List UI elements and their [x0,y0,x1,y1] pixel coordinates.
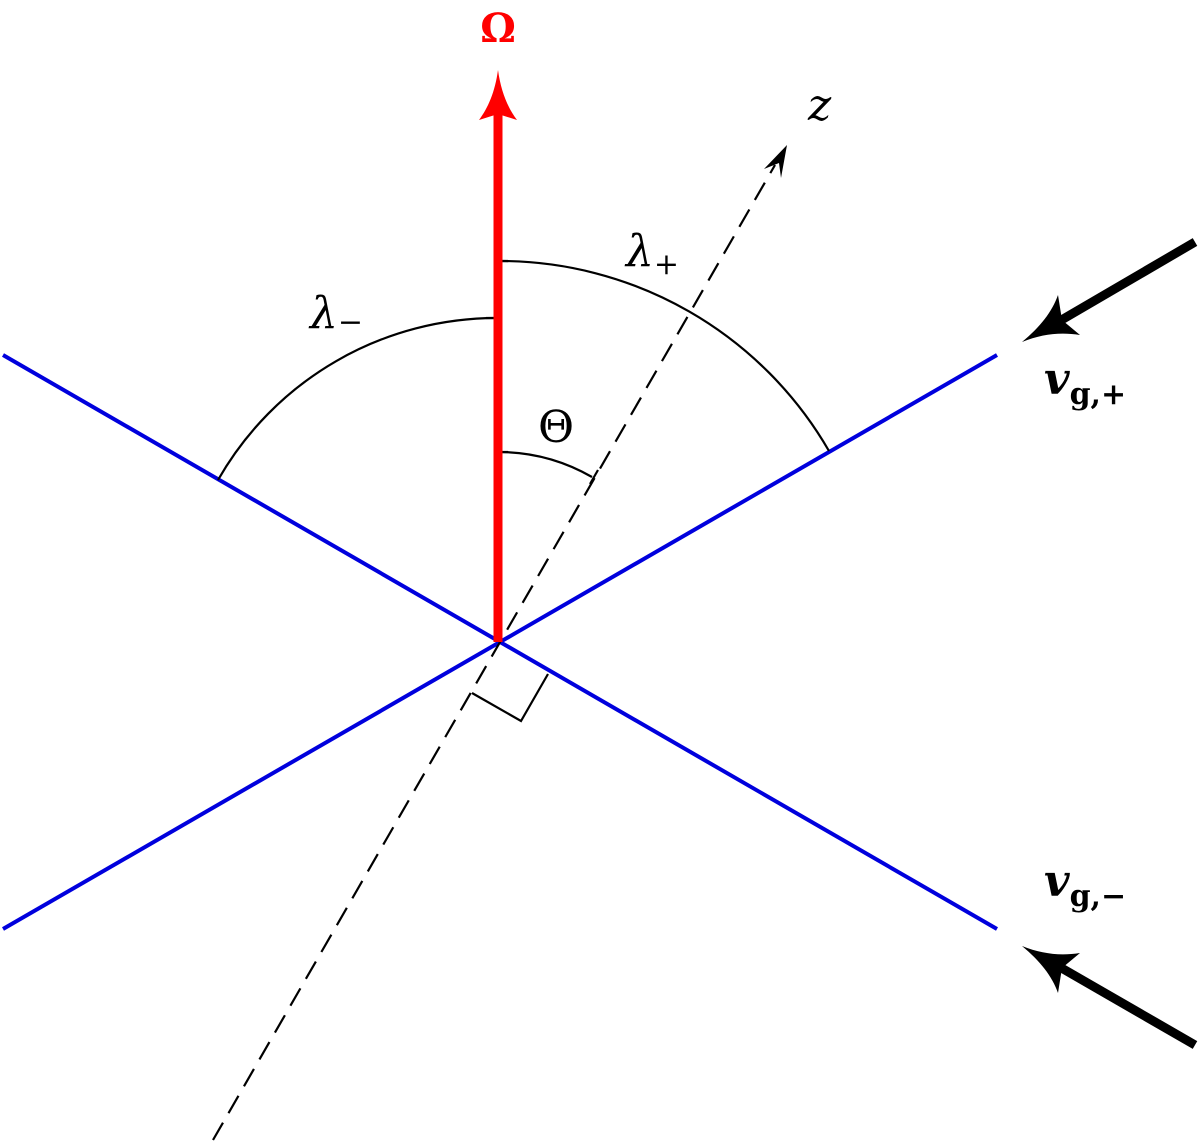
vg-minus-symbol: v [1044,856,1070,907]
omega-label: Ω [480,5,516,52]
z-axis-arrowhead [764,145,787,178]
omega-arrowhead [479,70,517,120]
z-axis-label: z [807,80,832,131]
z-axis-line [212,164,776,1141]
lambda-minus-subscript: − [338,305,363,340]
lambda-minus-label: λ− [308,288,363,340]
lambda-plus-subscript: + [654,247,679,282]
arc-lambda-minus [217,316,499,481]
arc-lambda-plus [497,259,830,452]
vg-minus-label: vg,− [1044,856,1126,914]
vg-plus-arrowhead [1022,295,1080,342]
vg-plus-symbol: v [1044,354,1070,405]
vg-plus-arrow-shaft [1055,238,1198,326]
lambda-plus-symbol: λ [624,226,654,277]
arc-theta-tick-b [589,469,599,485]
lambda-plus-label: λ+ [624,226,679,282]
vg-minus-arrow-shaft [1055,962,1198,1049]
vg-minus-subscript: g,− [1070,879,1127,914]
right-angle-marker [471,673,549,723]
lambda-minus-symbol: λ [308,288,338,339]
vg-minus-arrowhead [1022,946,1080,993]
arc-theta [497,450,593,478]
vg-plus-subscript: g,+ [1070,377,1127,412]
theta-label: Θ [538,402,574,453]
vg-plus-label: vg,+ [1044,354,1126,412]
